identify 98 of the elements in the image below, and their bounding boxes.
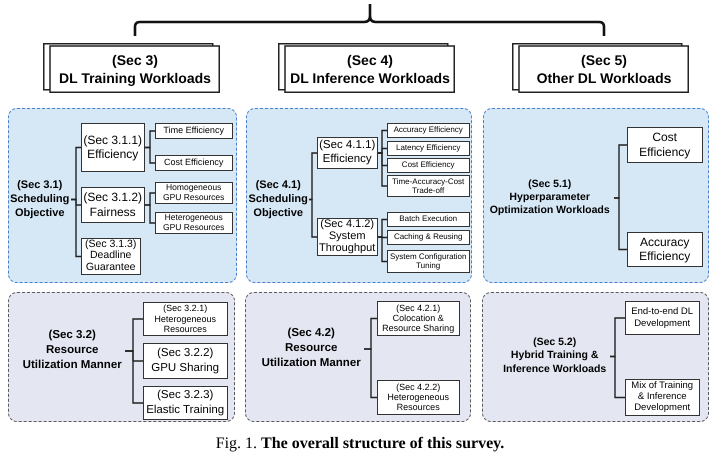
topic-box xyxy=(386,122,470,138)
topic-number: (Sec 3.2.2) xyxy=(157,346,214,361)
topic-title: Efficiency xyxy=(87,147,138,162)
subsection-number: (Sec 4.2) xyxy=(288,326,335,342)
bracket-connector xyxy=(145,146,155,164)
topic-box xyxy=(316,136,378,169)
bracket-connector xyxy=(378,152,387,187)
topic-box xyxy=(142,342,228,379)
section-panel xyxy=(8,108,237,283)
topic-title: Batch Execution xyxy=(399,214,458,224)
topic-title: Latency Efficiency xyxy=(396,144,460,153)
topic-box xyxy=(624,300,700,335)
subsection-title: Hybrid Training & Inference Workloads xyxy=(502,349,608,377)
topic-title: Time Efficiency xyxy=(163,126,224,136)
topic-box xyxy=(154,154,233,171)
topic-box xyxy=(626,232,703,267)
bracket-connector xyxy=(610,356,625,398)
stacked-box xyxy=(512,43,689,93)
topic-number: (Sec 4.1.1) xyxy=(319,138,376,153)
subsection-title: Resource Utilization Manner xyxy=(260,341,362,372)
topic-title: Accuracy Efficiency xyxy=(638,234,692,264)
topic-title: GPU Sharing xyxy=(151,360,220,376)
subsection-number: (Sec 3.1) xyxy=(17,178,62,192)
topic-box xyxy=(386,140,470,156)
topic-title: Deadline Guarantee xyxy=(84,250,136,274)
bracket-connector xyxy=(71,198,81,258)
topic-box xyxy=(316,218,378,256)
topic-box xyxy=(154,212,233,234)
section-number: (Sec 4) xyxy=(347,52,393,70)
topic-title: Homogeneous GPU Resources xyxy=(162,182,226,202)
topic-title: Colocation & Resource Sharing xyxy=(381,313,456,334)
bracket-connector xyxy=(309,198,317,238)
subsection-title: Resource Utilization Manner xyxy=(22,343,123,374)
topic-number: (Sec 4.2.2) xyxy=(396,382,440,392)
stacked-box xyxy=(278,43,455,93)
topic-box xyxy=(80,238,141,275)
topic-title: Accuracy Efficiency xyxy=(394,126,463,135)
topic-title: End-to-end DL Development xyxy=(630,306,694,330)
section-title: DL Training Workloads xyxy=(59,70,211,87)
section-panel xyxy=(245,292,471,422)
subsection-title: Scheduling Objective xyxy=(248,192,309,220)
topic-box xyxy=(376,300,460,336)
subsection-number: (Sec 3.2) xyxy=(48,328,96,344)
figure-caption: Fig. 1. The overall structure of this survey. xyxy=(216,435,504,452)
topic-number: (Sec 4.1.2) xyxy=(320,218,374,231)
topic-number: (Sec 3.1.1) xyxy=(83,132,142,148)
topic-title: Elastic Training xyxy=(146,402,224,418)
topic-number: (Sec 4.2.1) xyxy=(396,302,440,314)
topic-title: Time-Accuracy-Cost Trade-off xyxy=(391,176,466,195)
section-number: (Sec 5) xyxy=(581,52,627,70)
topic-title: Fairness xyxy=(90,204,136,220)
section-title: DL Inference Workloads xyxy=(290,70,450,87)
topic-title: Heterogeneous Resources xyxy=(153,314,217,334)
section-panel xyxy=(246,108,472,283)
topic-title: Efficiency xyxy=(322,152,372,166)
topic-title: System Throughput xyxy=(318,230,376,254)
topic-title: Cost Efficiency xyxy=(402,160,455,170)
subsection-number: (Sec 5.1) xyxy=(528,178,572,191)
topic-number: (Sec 3.2.1) xyxy=(163,303,208,314)
stacked-box xyxy=(43,43,220,93)
section-panel xyxy=(8,292,235,422)
topic-number: (Sec 3.1.3) xyxy=(85,238,136,250)
bracket-connector xyxy=(378,236,387,262)
section-title: Other DL Workloads xyxy=(536,70,672,87)
topic-title: Caching & Reusing xyxy=(394,232,462,242)
section-number: (Sec 3) xyxy=(112,52,158,70)
bracket-connector xyxy=(364,348,377,398)
topic-box xyxy=(624,378,700,416)
topic-number: (Sec 3.1.2) xyxy=(83,190,142,205)
topic-title: Cost Efficiency xyxy=(638,130,692,160)
topic-box xyxy=(142,302,228,336)
topic-box xyxy=(142,386,228,420)
subsection-number: (Sec 4.1) xyxy=(256,178,301,192)
topic-box xyxy=(386,174,470,197)
topic-box xyxy=(386,158,470,173)
topic-title: Heterogeneous Resources xyxy=(386,392,450,413)
topic-number: (Sec 3.2.3) xyxy=(157,388,214,403)
bracket-connector xyxy=(309,152,317,200)
topic-box xyxy=(80,122,145,172)
topic-box xyxy=(376,380,460,415)
subsection-title: Hyperparameter Optimization Workloads xyxy=(488,190,611,218)
topic-title: Heterogeneous GPU Resources xyxy=(162,212,226,232)
section-panel xyxy=(482,292,709,422)
topic-box xyxy=(154,182,233,204)
topic-box xyxy=(386,230,470,245)
topic-box xyxy=(626,126,703,163)
topic-box xyxy=(386,212,470,227)
topic-title: Cost Efficiency xyxy=(164,158,224,168)
topic-title: Mix of Training & Inference Development xyxy=(630,380,694,414)
subsection-title: Scheduling Objective xyxy=(9,192,70,220)
bracket-connector xyxy=(125,350,143,404)
topic-title: System Configuration Tuning xyxy=(388,252,468,270)
bracket-connector xyxy=(614,197,627,250)
subsection-number: (Sec 5.2) xyxy=(533,336,576,350)
topic-box xyxy=(80,186,145,223)
bracket-connector xyxy=(145,204,155,224)
topic-box xyxy=(154,122,233,139)
section-panel xyxy=(483,108,709,283)
